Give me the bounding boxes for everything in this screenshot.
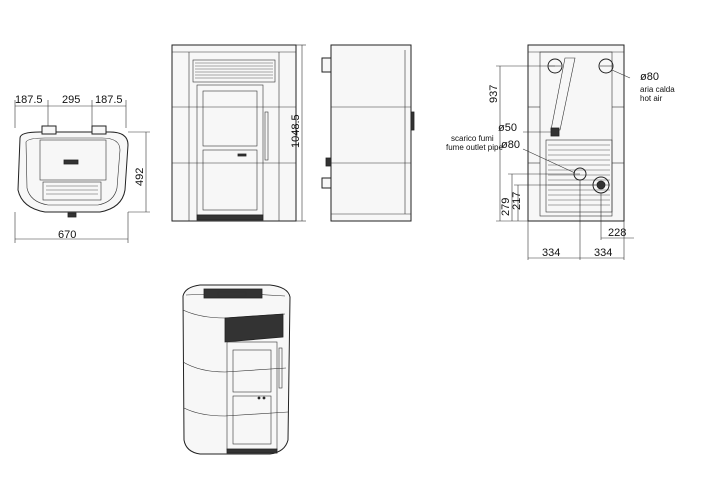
dim-top-right: 187.5 (95, 94, 123, 106)
hot-air-label-en: hot air (640, 94, 663, 103)
hot-air-label-it: aria calda (640, 85, 675, 94)
dim-rear-279: 279 (500, 198, 512, 216)
perspective-view (182, 284, 291, 455)
side-view (321, 44, 415, 222)
front-view: 1048.5 (171, 44, 306, 222)
dim-rear-334-right: 334 (594, 247, 612, 259)
dim-top-left: 187.5 (15, 94, 43, 106)
dim-rear-334-left: 334 (542, 247, 560, 259)
fume-label-it: scarico fumi (451, 134, 494, 143)
dim-rear-937: 937 (488, 85, 500, 103)
fume-label-en: fume outlet pipe (446, 143, 503, 152)
dim-top-depth: 492 (134, 168, 146, 186)
intake-diameter: ø50 (498, 122, 517, 134)
rear-view: ø80 aria calda hot air ø50 scarico fumi … (446, 44, 675, 260)
dim-front-height: 1048.5 (290, 114, 302, 148)
dim-top-middle: 295 (62, 94, 80, 106)
top-view: 187.5 295 187.5 492 670 (14, 94, 150, 243)
dim-rear-217: 217 (511, 192, 523, 210)
dim-top-width: 670 (58, 229, 76, 241)
hot-air-diameter: ø80 (640, 71, 659, 83)
fume-diameter: ø80 (501, 139, 520, 151)
dim-rear-228: 228 (608, 227, 626, 239)
